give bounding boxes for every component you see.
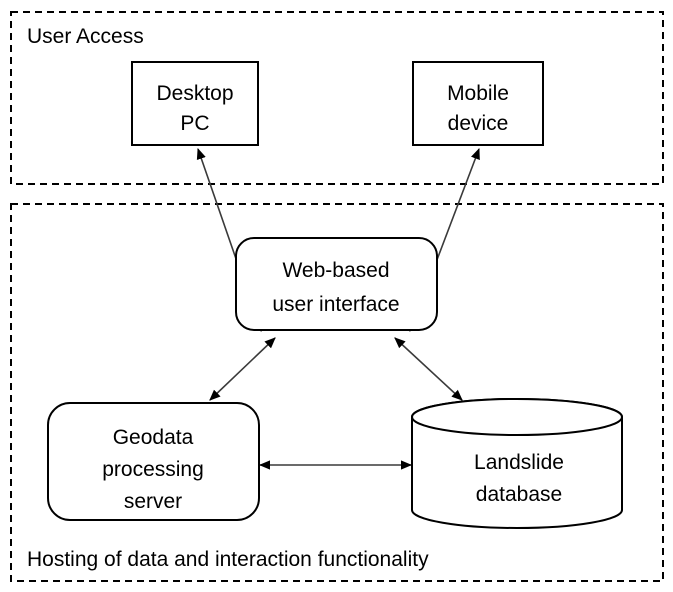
mobile-device-label-line1: Mobile	[447, 82, 509, 105]
landslide-database-top	[411, 398, 623, 436]
zone-user-access-label: User Access	[27, 25, 144, 48]
desktop-pc-shape[interactable]	[131, 61, 259, 146]
web-ui-label-line2: user interface	[272, 293, 399, 316]
node-desktop-pc[interactable]: Desktop PC	[131, 61, 259, 146]
desktop-pc-label-line2: PC	[180, 112, 209, 135]
zone-hosting: Hosting of data and interaction function…	[10, 203, 664, 582]
node-landslide-database[interactable]: Landslide database	[411, 398, 623, 529]
landslide-database-label-line1: Landslide	[474, 451, 564, 474]
mobile-device-shape[interactable]	[412, 61, 544, 146]
connector-webui-to-geodata	[209, 337, 276, 401]
connector-webui-to-database	[394, 337, 463, 401]
zone-user-access: User Access	[10, 11, 664, 185]
node-geodata-server[interactable]: Geodata processing server	[47, 402, 260, 521]
desktop-pc-label-line1: Desktop	[156, 82, 233, 105]
geodata-server-shape[interactable]	[47, 402, 260, 521]
geodata-server-label-line2: processing	[102, 458, 204, 481]
landslide-database-label-line2: database	[476, 483, 562, 506]
geodata-server-label-line1: Geodata	[113, 426, 194, 449]
zone-hosting-label: Hosting of data and interaction function…	[27, 548, 429, 571]
web-ui-shape[interactable]	[235, 237, 438, 331]
zone-user-access-border	[10, 11, 664, 185]
web-ui-label-line1: Web-based	[282, 259, 389, 282]
node-web-ui[interactable]: Web-based user interface	[235, 237, 438, 331]
zone-hosting-border	[10, 203, 664, 582]
mobile-device-label-line2: device	[448, 112, 509, 135]
geodata-server-label-line3: server	[124, 490, 182, 513]
node-mobile-device[interactable]: Mobile device	[412, 61, 544, 146]
